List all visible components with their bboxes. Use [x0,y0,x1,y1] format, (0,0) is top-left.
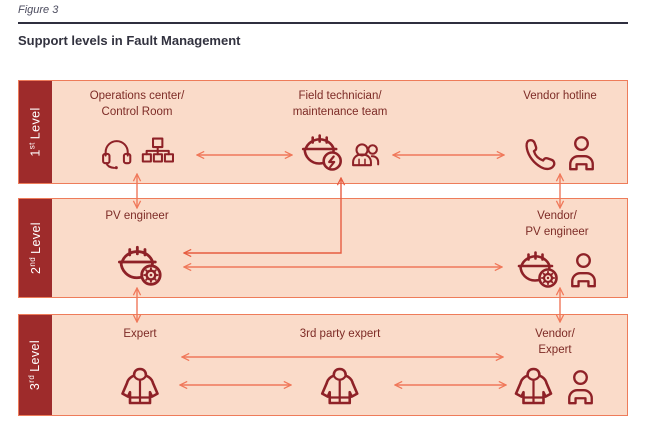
level-1-tag-label: 1stLevel [27,107,43,157]
level-1-band: 1stLevel [18,80,628,184]
sitemap-icon [141,137,174,163]
level-3-band: 3rdLevel [18,314,628,416]
figure-label: Figure 3 [18,4,59,16]
node-label: Field technician/maintenance team [292,90,388,118]
level-3-tag: 3rdLevel [19,315,52,415]
headset-icon [101,140,132,170]
node-pv-engineer: PV engineer [105,208,169,287]
level-2-tag-label: 2ndLevel [27,222,43,274]
node-label: Vendor/Expert [535,328,575,356]
node-vendor-expert: Vendor/Expert [512,326,599,406]
node-label: Vendor/PV engineer [525,210,589,238]
header-divider [18,22,628,24]
node-expert: Expert [118,326,162,406]
node-vendor-pv-engineer: Vendor/PV engineer [513,208,602,289]
hardhat-bolt-icon [301,134,342,171]
level-2-tag: 2ndLevel [19,199,52,297]
phone-icon [525,139,556,171]
figure-title: Support levels in Fault Management [18,33,241,48]
node-label: Vendor hotline [523,90,597,102]
node-label: Operations center/Control Room [89,90,185,118]
node-label: Expert [123,328,157,340]
node-operations-center: Operations center/Control Room [89,88,185,170]
level-1-tag: 1stLevel [19,81,52,183]
hoodie-icon [321,367,359,405]
hardhat-gear-icon [517,251,558,288]
person-icon [568,370,593,405]
node-vendor-hotline: Vendor hotline [521,88,600,172]
person-icon [569,136,594,171]
team-icon [351,143,379,167]
level-3-tag-label: 3rdLevel [27,339,43,391]
node-label: PV engineer [105,210,169,222]
person-icon [571,253,596,288]
hoodie-icon [121,367,159,405]
hardhat-gear-icon [117,245,162,286]
hoodie-icon [514,367,553,405]
node-3rd-party-expert: 3rd party expert [299,326,381,406]
node-label: 3rd party expert [299,328,381,340]
node-field-technician: Field technician/maintenance team [292,88,388,172]
